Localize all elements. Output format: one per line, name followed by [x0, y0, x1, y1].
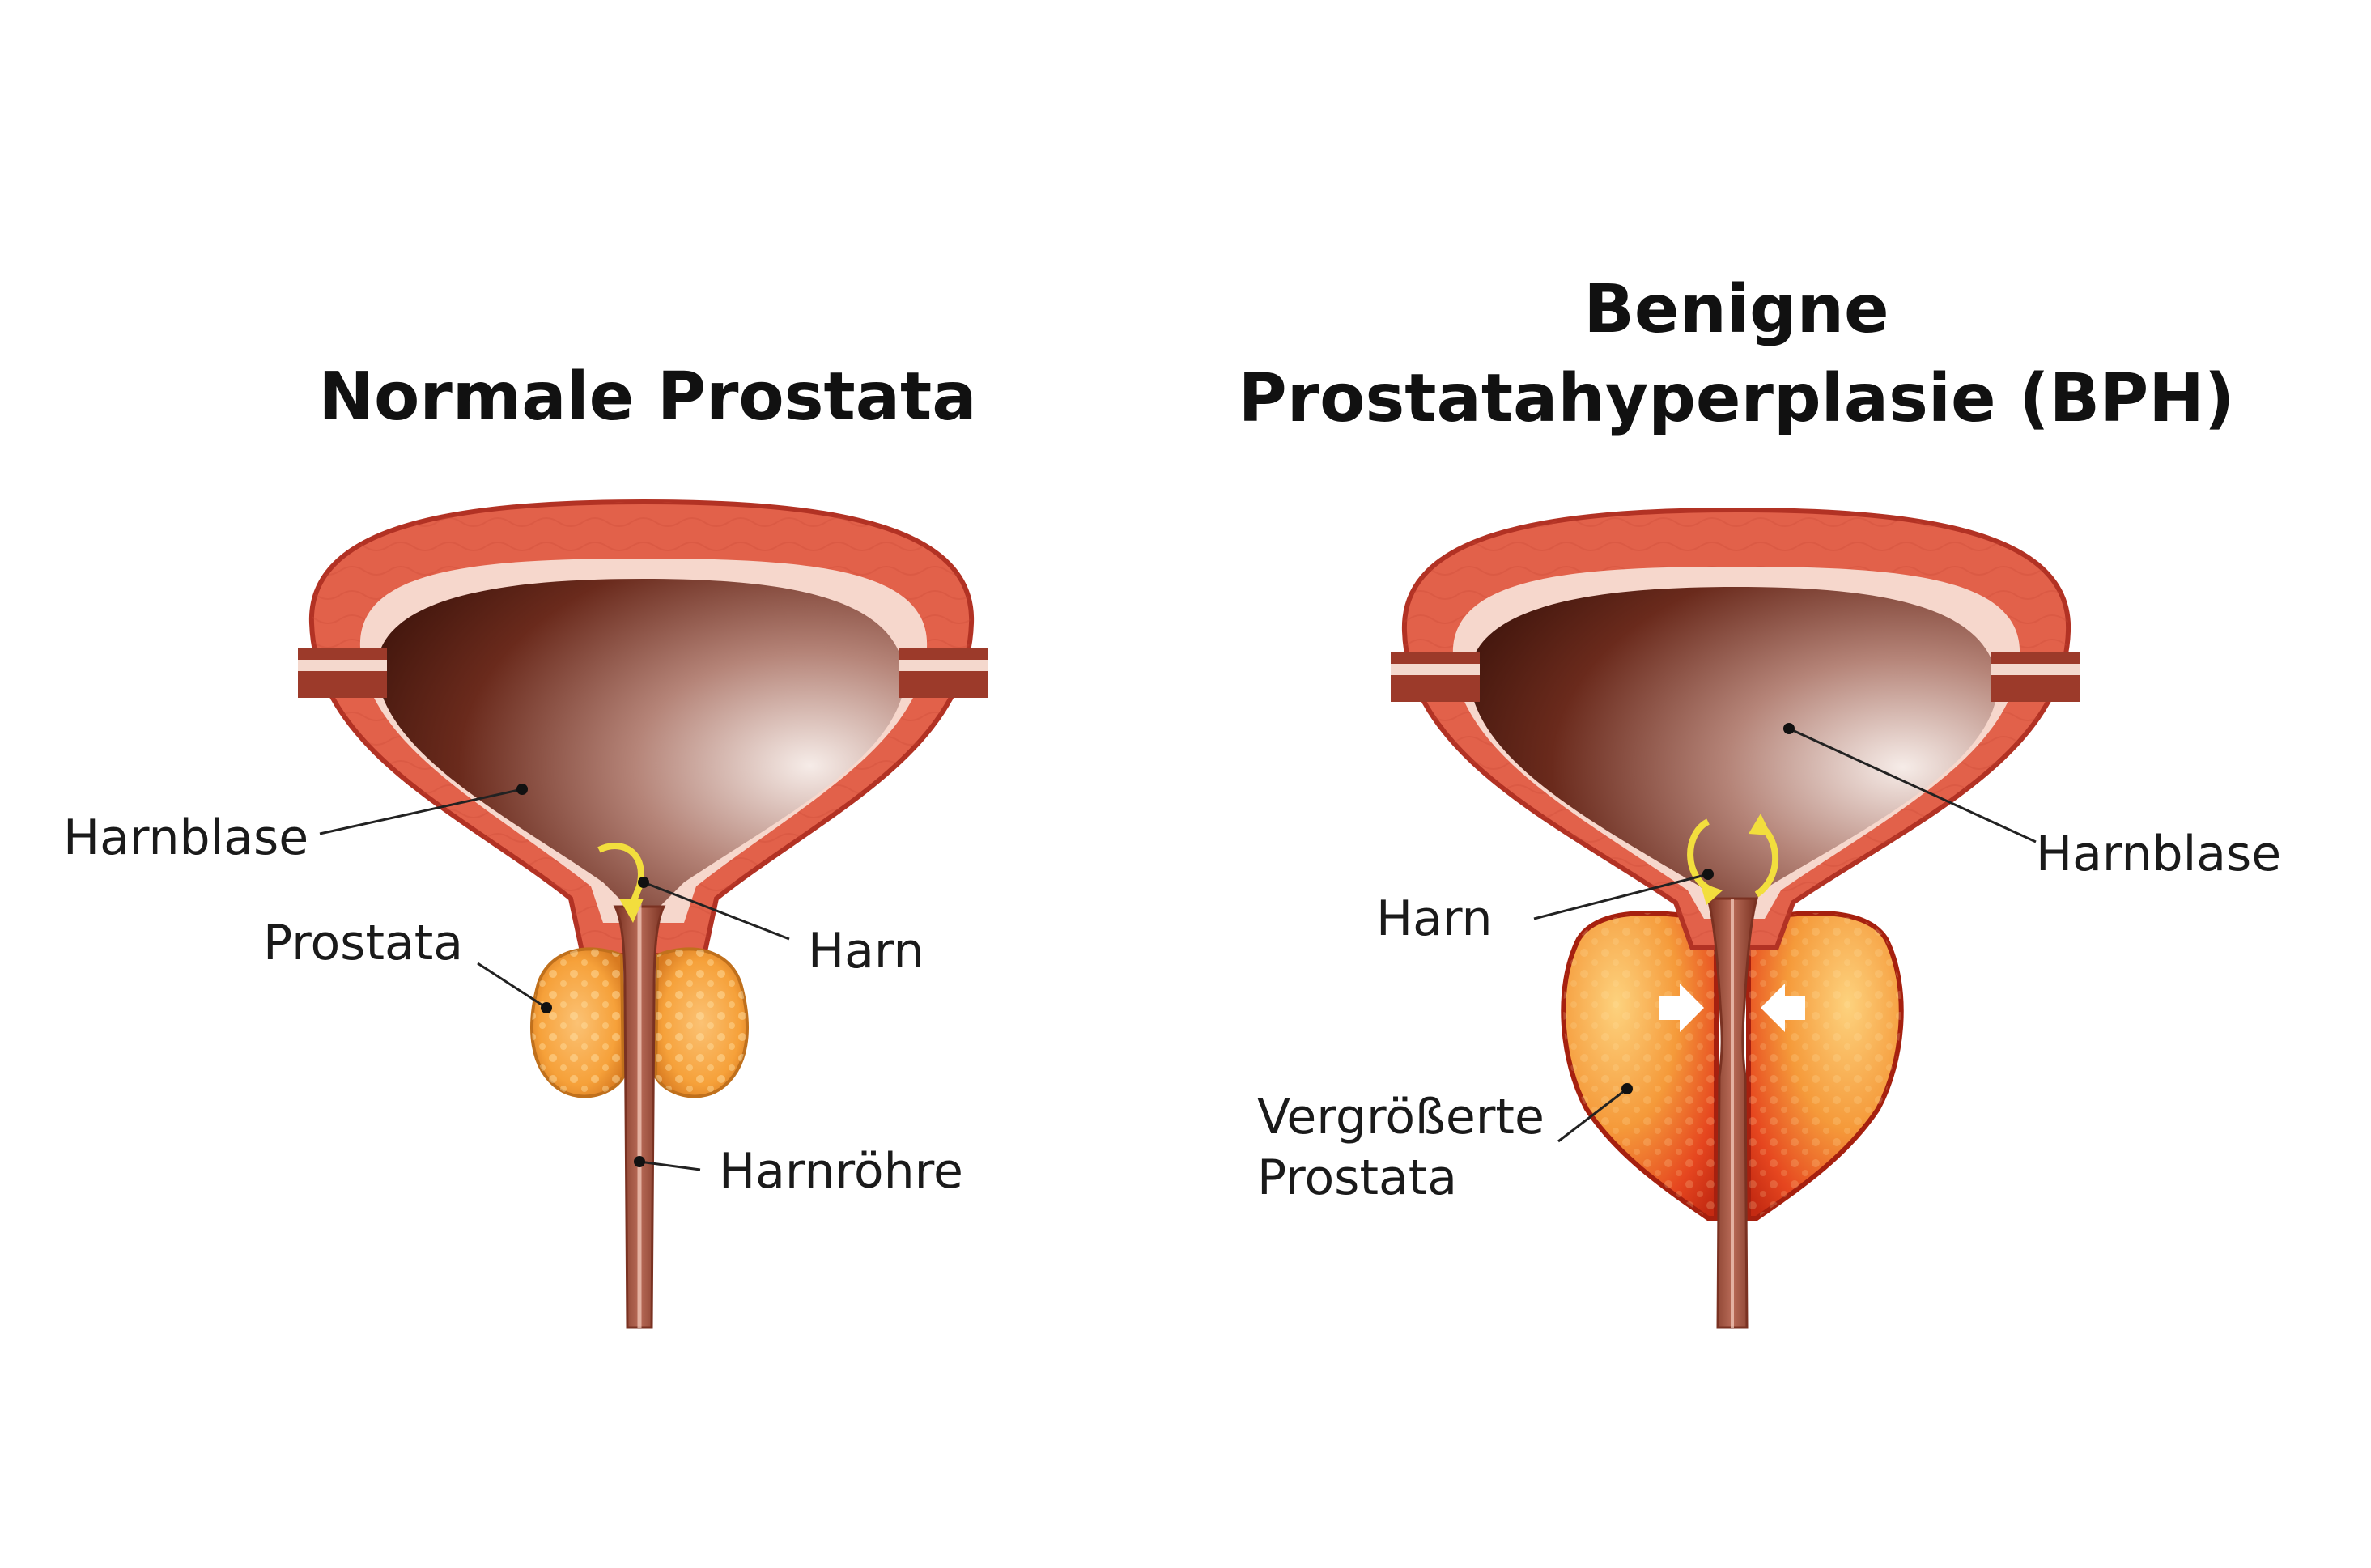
bph-leaders — [1533, 723, 2037, 1143]
bph-bladder-lumen — [1469, 587, 1998, 915]
bph-bladder — [1391, 507, 2080, 950]
normal-label-bladder: Harnblase — [63, 809, 308, 866]
normal-label-urethra: Harnröhre — [719, 1143, 963, 1200]
bph-title-line2: Prostatahyperplasie (BPH) — [1239, 360, 2235, 437]
bph-label-enlarged-line1: Vergrößerte — [1257, 1089, 1545, 1145]
bph-prostate — [1561, 911, 1904, 1221]
normal-label-urine: Harn — [808, 923, 924, 979]
bph-title-line1: Benigne — [1583, 271, 1889, 348]
normal-title: Normale Prostata — [318, 359, 976, 436]
normal-label-prostate: Prostata — [263, 915, 463, 971]
bph-label-enlarged-line2: Prostata — [1257, 1149, 1457, 1206]
normal-prostate — [530, 947, 749, 1098]
bph-panel: Benigne Prostatahyperplasie (BPH) — [1239, 271, 2281, 1329]
bph-label-bladder: Harnblase — [2036, 826, 2281, 882]
normal-bladder — [298, 499, 988, 958]
normal-leaders — [319, 784, 790, 1171]
bph-label-urine: Harn — [1376, 890, 1493, 947]
normal-bladder-lumen — [376, 579, 905, 919]
bph-compression-arrows — [1659, 984, 1805, 1032]
compression-arrow-left — [1659, 984, 1704, 1032]
normal-panel: Normale Prostata — [63, 359, 988, 1329]
bph-urine-arrows — [1687, 814, 1779, 905]
compression-arrow-right — [1761, 984, 1805, 1032]
